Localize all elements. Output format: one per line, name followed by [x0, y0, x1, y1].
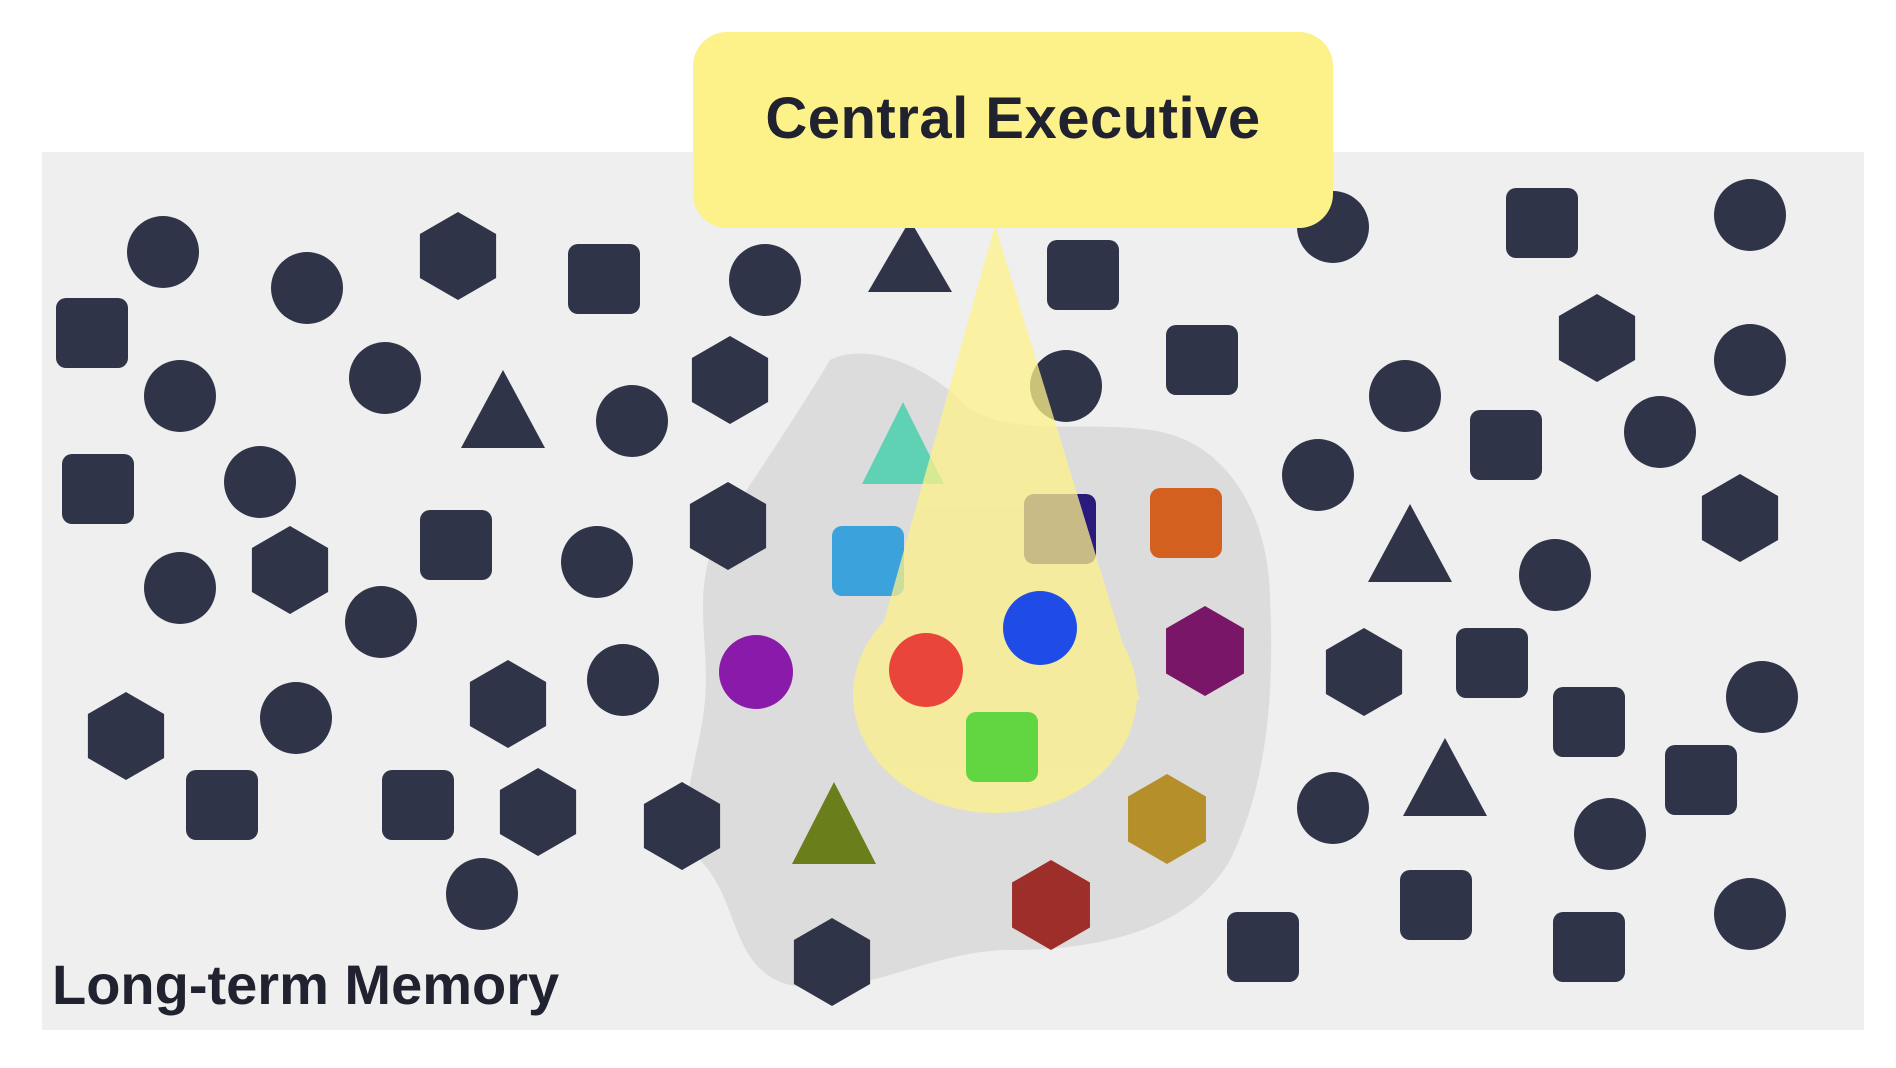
ltm-item-circle	[349, 342, 421, 414]
ltm-item-triangle	[1368, 504, 1452, 582]
ltm-item-square	[56, 298, 128, 368]
ltm-item-circle	[1297, 772, 1369, 844]
activated-items	[719, 402, 1244, 950]
ltm-item-square	[1506, 188, 1578, 258]
ltm-item-circle	[260, 682, 332, 754]
focused-item-red-circle	[889, 633, 963, 707]
ltm-item-square	[1470, 410, 1542, 480]
long-term-memory-items	[56, 179, 1798, 1006]
ltm-item-triangle	[1403, 738, 1487, 816]
ltm-item-square	[1553, 912, 1625, 982]
ltm-item-square	[1665, 745, 1737, 815]
focused-item-green-square	[966, 712, 1038, 782]
ltm-item-triangle	[461, 370, 545, 448]
ltm-item-circle	[144, 552, 216, 624]
ltm-item-square	[1400, 870, 1472, 940]
ltm-item-square	[420, 510, 492, 580]
ltm-item-triangle	[868, 220, 952, 292]
ltm-item-circle	[224, 446, 296, 518]
ltm-item-square	[382, 770, 454, 840]
ltm-item-square	[1456, 628, 1528, 698]
ltm-item-circle	[1282, 439, 1354, 511]
ltm-item-circle	[1624, 396, 1696, 468]
spotlight-beam	[862, 225, 1140, 700]
ltm-item-circle	[1714, 878, 1786, 950]
ltm-item-square	[1047, 240, 1119, 310]
activated-item-olive-triangle	[792, 782, 876, 864]
ltm-item-circle	[1714, 324, 1786, 396]
ltm-item-square	[62, 454, 134, 524]
ltm-item-circle	[345, 586, 417, 658]
activated-item-orange-square	[1150, 488, 1222, 558]
activated-item-blue-square	[832, 526, 904, 596]
ltm-item-circle	[1714, 179, 1786, 251]
ltm-item-circle	[1519, 539, 1591, 611]
central-executive-box: Central Executive	[693, 32, 1333, 228]
ltm-item-square	[186, 770, 258, 840]
ltm-item-circle	[127, 216, 199, 288]
long-term-memory-label: Long-term Memory	[52, 953, 560, 1016]
ltm-item-circle	[1726, 661, 1798, 733]
focused-item-blue-circle	[1003, 591, 1077, 665]
focused-items	[889, 591, 1077, 782]
ltm-item-circle	[144, 360, 216, 432]
ltm-item-circle	[596, 385, 668, 457]
ltm-item-square	[1227, 912, 1299, 982]
ltm-item-circle	[561, 526, 633, 598]
activated-item-teal-triangle	[862, 402, 944, 484]
ltm-item-circle	[446, 858, 518, 930]
ltm-item-circle	[1574, 798, 1646, 870]
central-executive-label: Central Executive	[765, 85, 1261, 151]
ltm-item-square	[1553, 687, 1625, 757]
ltm-item-circle	[271, 252, 343, 324]
ltm-item-circle	[729, 244, 801, 316]
ltm-item-square	[568, 244, 640, 314]
ltm-item-square	[1166, 325, 1238, 395]
activated-item-purple-circle	[719, 635, 793, 709]
ltm-item-circle	[1369, 360, 1441, 432]
ltm-item-circle	[587, 644, 659, 716]
